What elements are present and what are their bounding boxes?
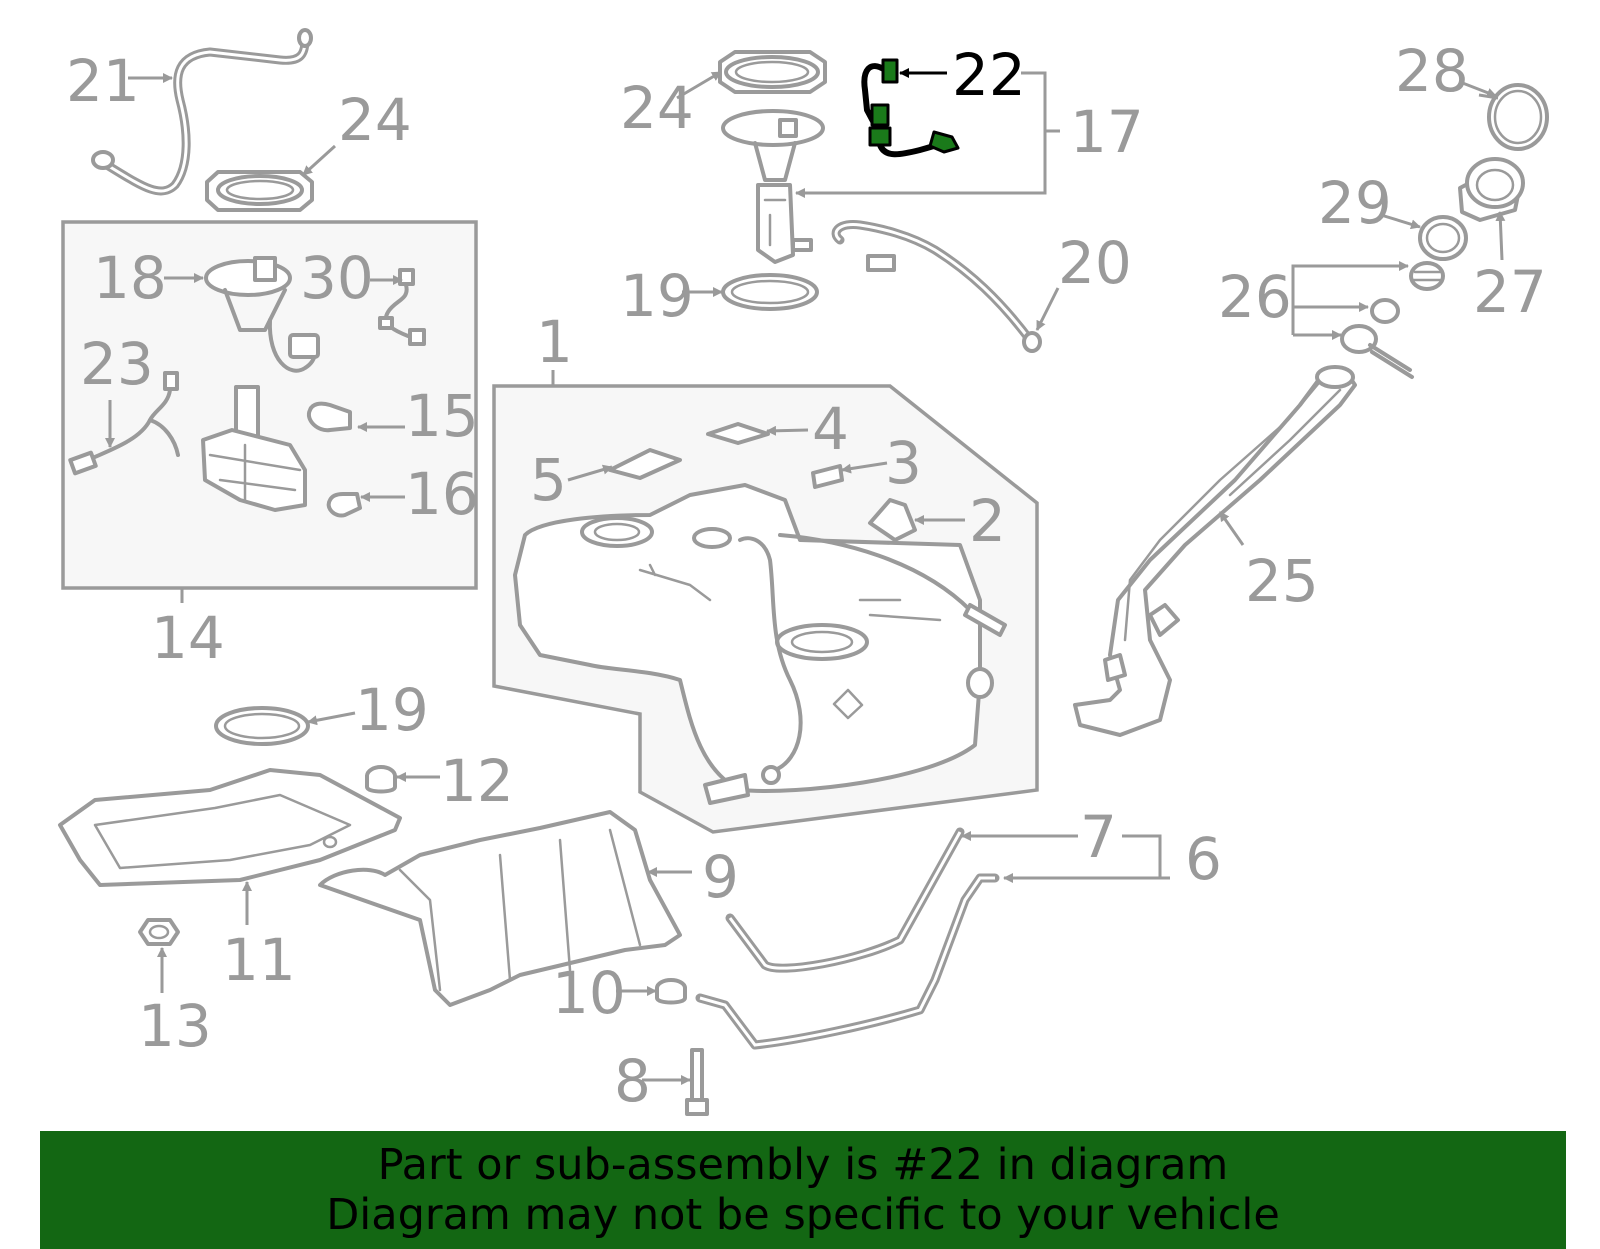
label-5: 5 <box>530 446 567 514</box>
pump-module-18 <box>204 256 320 373</box>
tube-20 <box>831 219 1042 353</box>
bolt-8 <box>685 1048 709 1116</box>
strap-7 <box>725 827 965 973</box>
nut-13 <box>138 918 180 946</box>
label-17: 17 <box>1070 98 1144 166</box>
gasket-28 <box>1487 83 1549 151</box>
label-20: 20 <box>1058 229 1132 297</box>
label-10: 10 <box>552 959 626 1027</box>
part-5 <box>608 448 682 480</box>
part-12 <box>365 765 397 794</box>
label-7: 7 <box>1080 803 1117 871</box>
label-24-center: 24 <box>620 74 694 142</box>
part-10 <box>655 978 687 1005</box>
label-19-top: 19 <box>620 262 694 330</box>
label-29: 29 <box>1318 169 1392 237</box>
label-22: 22 <box>952 41 1026 109</box>
part-labels: 21 24 18 30 23 15 16 14 24 19 22 17 20 2… <box>66 37 1547 1115</box>
label-8: 8 <box>614 1047 651 1115</box>
label-23: 23 <box>80 330 154 398</box>
label-28: 28 <box>1395 37 1469 105</box>
label-18: 18 <box>93 244 167 312</box>
label-24-left: 24 <box>338 86 412 154</box>
label-6: 6 <box>1185 825 1222 893</box>
label-13: 13 <box>138 992 212 1060</box>
label-4: 4 <box>812 395 849 463</box>
banner-line-1: Part or sub-assembly is #22 in diagram <box>377 1140 1229 1190</box>
fuel-tank-1 <box>513 483 1007 805</box>
label-11: 11 <box>222 926 296 994</box>
harness-23 <box>68 371 180 476</box>
label-12: 12 <box>440 747 514 815</box>
filter-16 <box>326 492 362 518</box>
pump-body <box>201 385 307 512</box>
label-25: 25 <box>1245 547 1319 615</box>
label-3: 3 <box>885 429 922 497</box>
skid-plate-11 <box>58 768 402 887</box>
harness-22-highlighted <box>861 58 960 158</box>
label-15: 15 <box>405 382 479 450</box>
leader-lines <box>105 68 1506 1085</box>
label-26: 26 <box>1218 263 1292 331</box>
vent-tube-21 <box>91 28 313 196</box>
label-27: 27 <box>1473 258 1547 326</box>
label-14: 14 <box>151 604 225 672</box>
label-16: 16 <box>405 460 479 528</box>
gasket-19-bottom <box>214 706 310 746</box>
pump-module-17 <box>721 109 825 264</box>
filler-housing-27 <box>1458 157 1525 222</box>
banner-line-2: Diagram may not be specific to your vehi… <box>326 1190 1280 1240</box>
heat-shield-9 <box>318 810 682 1007</box>
part-3 <box>811 464 844 489</box>
gasket-19-top <box>721 273 819 311</box>
filler-neck-25 <box>1073 365 1357 737</box>
label-19-bottom: 19 <box>355 676 429 744</box>
label-2: 2 <box>969 487 1006 555</box>
ring-29 <box>1418 215 1468 261</box>
info-banner: Part or sub-assembly is #22 in diagram D… <box>40 1131 1566 1249</box>
label-9: 9 <box>702 843 739 911</box>
label-21: 21 <box>66 47 140 115</box>
label-1: 1 <box>536 308 573 376</box>
retainer-ring-24-left <box>205 170 314 212</box>
strap-6 <box>695 873 1000 1050</box>
cap-set-26 <box>1340 261 1445 379</box>
part-2 <box>868 498 917 542</box>
retainer-ring-24-center <box>718 50 827 94</box>
filter-15 <box>306 401 352 433</box>
harness-30 <box>378 268 426 346</box>
label-30: 30 <box>300 244 374 312</box>
